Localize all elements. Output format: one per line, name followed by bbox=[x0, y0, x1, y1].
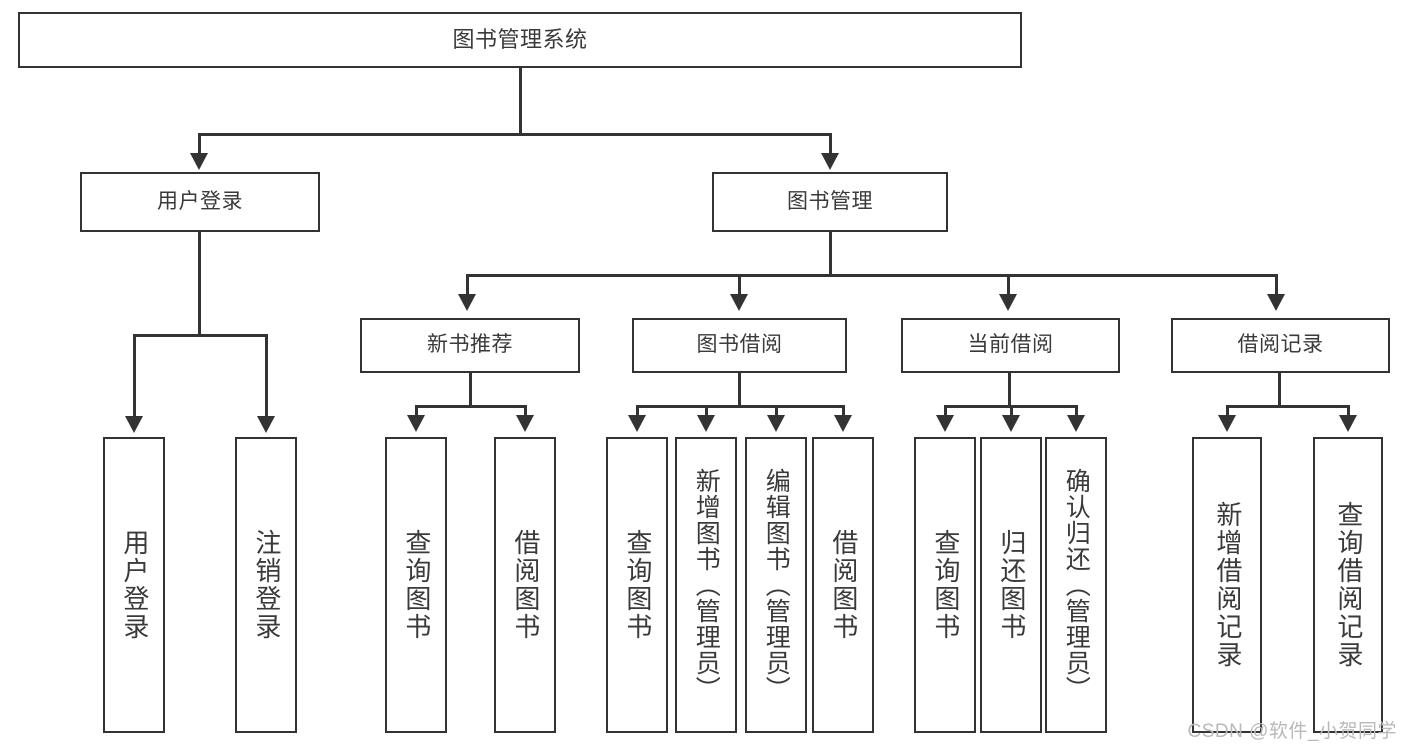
leaf-label: 借阅图书 bbox=[828, 529, 859, 641]
leaf-edit-book-admin[interactable]: 编辑图书（管理员） bbox=[745, 437, 807, 733]
connector-current-borrow-drop-3 bbox=[1075, 405, 1078, 417]
connector-borrow-record-drop-2 bbox=[1347, 405, 1350, 417]
arrow-to-book-management bbox=[821, 153, 839, 170]
node-new-book-recommend[interactable]: 新书推荐 bbox=[360, 318, 580, 373]
connector-level2-bus bbox=[198, 133, 832, 136]
arrow-to-borrow-record bbox=[1267, 294, 1285, 311]
arrow-to-leaf-query-book-c bbox=[936, 415, 954, 432]
node-label: 图书管理系统 bbox=[452, 27, 588, 53]
arrow-to-leaf-borrow-book-b bbox=[834, 415, 852, 432]
connector-book-borrow-drop-2 bbox=[705, 405, 708, 417]
arrow-to-leaf-user-login bbox=[125, 416, 143, 433]
leaf-label: 查询借阅记录 bbox=[1333, 501, 1364, 669]
node-label: 图书管理 bbox=[787, 189, 873, 213]
node-label: 用户登录 bbox=[157, 189, 243, 213]
connector-current-borrow-drop-2 bbox=[1010, 405, 1013, 417]
leaf-label: 查询图书 bbox=[401, 529, 432, 641]
arrow-to-current-borrow bbox=[999, 294, 1017, 311]
leaf-label: 编辑图书（管理员） bbox=[762, 468, 791, 702]
leaf-label: 确认归还（管理员） bbox=[1062, 468, 1091, 702]
node-label: 新书推荐 bbox=[427, 333, 513, 357]
connector-new-book-drop-2 bbox=[524, 405, 527, 417]
connector-book-borrow-drop-3 bbox=[775, 405, 778, 417]
connector-new-book-drop-1 bbox=[415, 405, 418, 417]
leaf-borrow-book-new[interactable]: 借阅图书 bbox=[494, 437, 556, 733]
leaf-user-login[interactable]: 用户登录 bbox=[103, 437, 165, 733]
csdn-watermark: CSDN @软件_小贺同学 bbox=[1187, 721, 1397, 742]
connector-book-borrow-bus bbox=[636, 405, 845, 408]
connector-current-borrow-drop-1 bbox=[944, 405, 947, 417]
arrow-to-user-login bbox=[190, 153, 208, 170]
leaf-label: 查询图书 bbox=[622, 529, 653, 641]
connector-level2-drop-left bbox=[198, 133, 201, 155]
connector-level2-drop-right bbox=[829, 133, 832, 155]
connector-borrow-record-stem bbox=[1278, 373, 1281, 407]
leaf-label: 查询图书 bbox=[930, 529, 961, 641]
leaf-label: 新增借阅记录 bbox=[1212, 501, 1243, 669]
node-label: 图书借阅 bbox=[696, 333, 783, 357]
arrow-to-leaf-return-book bbox=[1002, 415, 1020, 432]
node-book-borrow[interactable]: 图书借阅 bbox=[632, 318, 847, 373]
leaf-query-borrow-record[interactable]: 查询借阅记录 bbox=[1313, 437, 1383, 733]
leaf-return-book[interactable]: 归还图书 bbox=[980, 437, 1042, 733]
node-book-management-system[interactable]: 图书管理系统 bbox=[18, 12, 1022, 68]
leaf-query-book-new[interactable]: 查询图书 bbox=[385, 437, 447, 733]
leaf-label: 借阅图书 bbox=[510, 529, 541, 641]
node-current-borrow[interactable]: 当前借阅 bbox=[901, 318, 1120, 373]
connector-new-book-bus bbox=[415, 405, 527, 408]
connector-borrow-record-bus bbox=[1226, 405, 1350, 408]
leaf-query-book-current[interactable]: 查询图书 bbox=[914, 437, 976, 733]
connector-book-borrow-drop-1 bbox=[636, 405, 639, 417]
node-label: 当前借阅 bbox=[967, 333, 1054, 357]
leaf-confirm-return-admin[interactable]: 确认归还（管理员） bbox=[1045, 437, 1107, 733]
connector-user-login-stem bbox=[198, 232, 201, 336]
leaf-label: 用户登录 bbox=[119, 529, 150, 641]
arrow-to-leaf-query-book-b bbox=[628, 415, 646, 432]
node-user-login[interactable]: 用户登录 bbox=[80, 172, 320, 232]
connector-user-login-drop-2 bbox=[265, 334, 268, 418]
arrow-to-leaf-query-record bbox=[1339, 415, 1357, 432]
leaf-label: 新增图书（管理员） bbox=[692, 468, 721, 702]
arrow-to-leaf-add-record bbox=[1218, 415, 1236, 432]
leaf-borrow-book-borrow[interactable]: 借阅图书 bbox=[812, 437, 874, 733]
connector-new-book-stem bbox=[469, 373, 472, 407]
connector-level3-drop-2 bbox=[738, 274, 741, 296]
arrow-to-leaf-edit-book bbox=[767, 415, 785, 432]
connector-user-login-bus bbox=[133, 334, 268, 337]
connector-user-login-drop-1 bbox=[133, 334, 136, 418]
arrow-to-leaf-query-book-a bbox=[407, 415, 425, 432]
leaf-add-borrow-record[interactable]: 新增借阅记录 bbox=[1192, 437, 1262, 733]
node-book-management[interactable]: 图书管理 bbox=[712, 172, 948, 232]
connector-level3-drop-1 bbox=[466, 274, 469, 296]
arrow-to-leaf-logout bbox=[257, 416, 275, 433]
leaf-logout[interactable]: 注销登录 bbox=[235, 437, 297, 733]
connector-book-borrow-stem bbox=[738, 373, 741, 407]
leaf-query-book-borrow[interactable]: 查询图书 bbox=[606, 437, 668, 733]
connector-current-borrow-stem bbox=[1008, 373, 1011, 407]
arrow-to-book-borrow bbox=[730, 294, 748, 311]
connector-borrow-record-drop-1 bbox=[1226, 405, 1229, 417]
connector-book-management-stem bbox=[829, 232, 832, 276]
leaf-label: 归还图书 bbox=[996, 529, 1027, 641]
node-label: 借阅记录 bbox=[1237, 333, 1324, 357]
connector-level3-bus bbox=[466, 274, 1278, 277]
connector-level3-drop-4 bbox=[1275, 274, 1278, 296]
leaf-label: 注销登录 bbox=[251, 529, 282, 641]
arrow-to-leaf-borrow-book-a bbox=[516, 415, 534, 432]
arrow-to-leaf-confirm-return bbox=[1067, 415, 1085, 432]
node-borrow-record[interactable]: 借阅记录 bbox=[1171, 318, 1390, 373]
leaf-add-book-admin[interactable]: 新增图书（管理员） bbox=[675, 437, 737, 733]
connector-book-borrow-drop-4 bbox=[842, 405, 845, 417]
connector-level3-drop-3 bbox=[1007, 274, 1010, 296]
arrow-to-leaf-add-book bbox=[697, 415, 715, 432]
arrow-to-new-book-recommend bbox=[458, 294, 476, 311]
connector-root-stem bbox=[519, 68, 522, 135]
